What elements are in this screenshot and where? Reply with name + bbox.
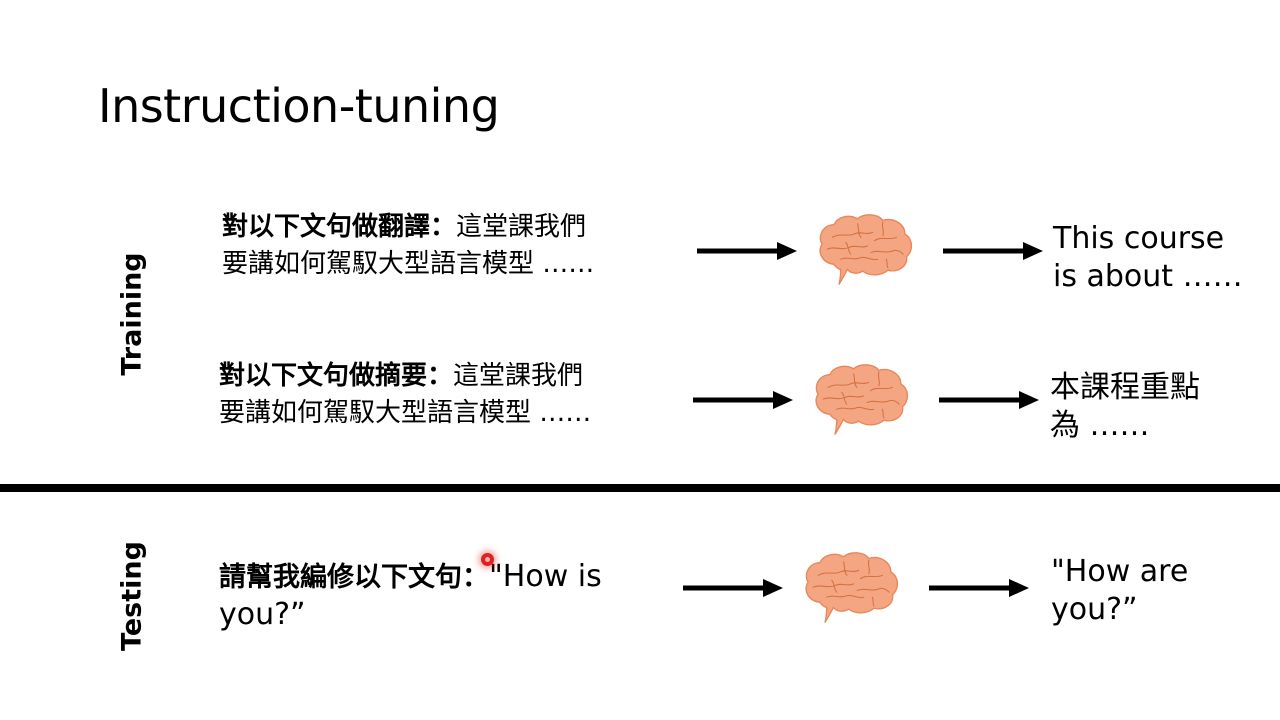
testing-output-edit: "How are you?”: [1051, 553, 1188, 629]
arrow-right-icon: [697, 240, 797, 262]
arrow-right-icon: [929, 577, 1029, 599]
instruction-text: 請幫我編修以下文句：: [219, 562, 489, 593]
arrow-right-icon: [943, 240, 1043, 262]
section-divider: [0, 484, 1280, 492]
arrow-right-icon: [939, 389, 1039, 411]
instruction-text: 對以下文句做翻譯：: [222, 212, 457, 242]
testing-input-edit: 請幫我編修以下文句："How is you?”: [219, 558, 602, 633]
brain-icon: [819, 214, 913, 286]
output-text-line1: "How are: [1051, 554, 1189, 589]
input-text-line2: you?”: [219, 597, 306, 632]
brain-icon: [815, 364, 909, 436]
arrow-right-icon: [683, 577, 783, 599]
output-text-line1: This course: [1053, 221, 1225, 256]
output-text-line2: you?”: [1051, 592, 1138, 627]
training-input-translate: 對以下文句做翻譯：這堂課我們 要講如何駕馭大型語言模型 ……: [222, 209, 594, 283]
input-text-line1: 這堂課我們: [456, 212, 587, 242]
output-text-line2: is about ……: [1053, 259, 1243, 294]
input-text-line1: "How is: [489, 559, 602, 594]
laser-pointer-icon: [481, 553, 494, 566]
training-output-translate: This course is about ……: [1053, 220, 1243, 296]
output-text-line2: 為 ……: [1050, 408, 1150, 443]
arrow-right-icon: [693, 389, 793, 411]
training-output-summarize: 本課程重點 為 ……: [1050, 369, 1200, 445]
input-text-line2: 要講如何駕馭大型語言模型 ……: [219, 398, 592, 428]
training-input-summarize: 對以下文句做摘要：這堂課我們 要講如何駕馭大型語言模型 ……: [219, 358, 591, 432]
training-section-label: Training: [116, 252, 148, 376]
input-text-line2: 要講如何駕馭大型語言模型 ……: [222, 249, 595, 279]
slide-title: Instruction-tuning: [98, 79, 500, 133]
input-text-line1: 這堂課我們: [453, 361, 584, 391]
brain-icon: [805, 552, 899, 624]
output-text-line1: 本課程重點: [1050, 370, 1200, 405]
testing-section-label: Testing: [116, 541, 148, 651]
instruction-text: 對以下文句做摘要：: [219, 361, 454, 391]
